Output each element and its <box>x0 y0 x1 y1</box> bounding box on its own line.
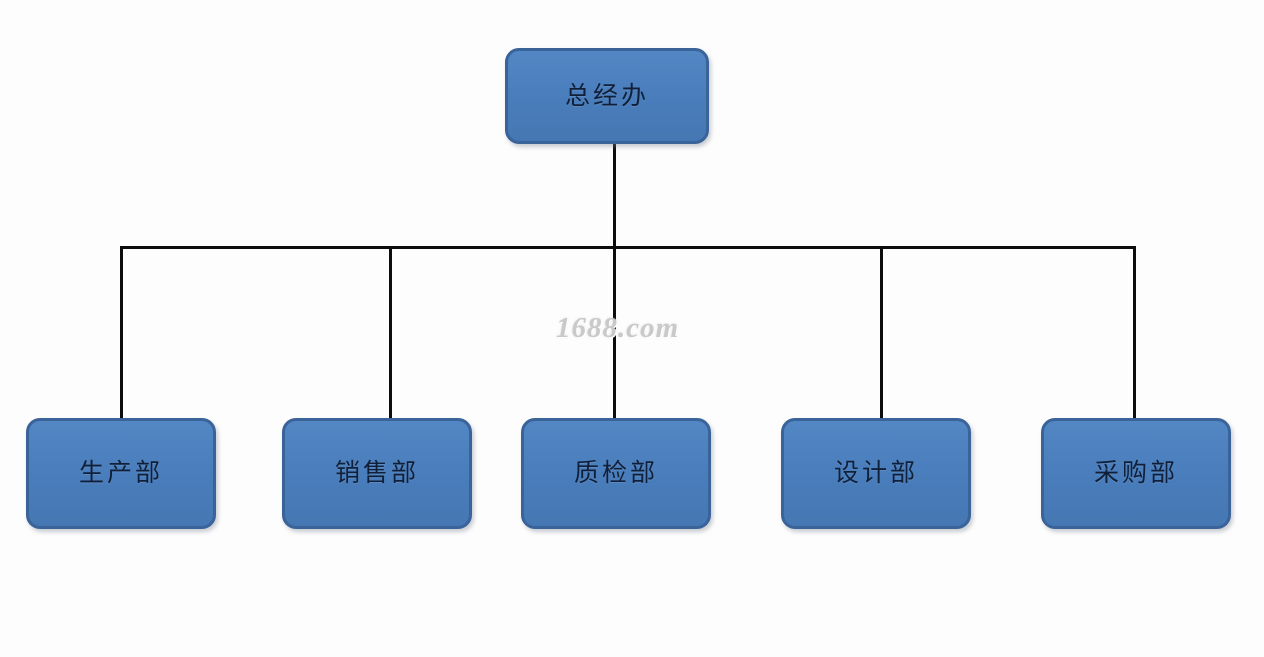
org-node-root[interactable]: 总经办 <box>505 48 709 144</box>
org-node-production-label: 生产部 <box>78 460 163 487</box>
org-node-production[interactable]: 生产部 <box>26 418 216 529</box>
connector-drop-design <box>880 246 883 422</box>
org-node-sales[interactable]: 销售部 <box>282 418 472 529</box>
org-node-quality[interactable]: 质检部 <box>521 418 711 529</box>
org-node-root-label: 总经办 <box>564 82 649 110</box>
connector-horizontal-bus <box>120 246 1136 249</box>
connector-drop-quality <box>613 246 616 422</box>
org-node-purchasing[interactable]: 采购部 <box>1041 418 1231 529</box>
org-node-purchasing-label: 采购部 <box>1093 460 1178 487</box>
org-node-design-label: 设计部 <box>833 460 918 487</box>
watermark-text: 1688.com <box>556 312 680 344</box>
org-node-sales-label: 销售部 <box>334 460 419 487</box>
connector-drop-production <box>120 246 123 422</box>
connector-drop-purchasing <box>1133 246 1136 422</box>
org-node-design[interactable]: 设计部 <box>781 418 971 529</box>
connector-drop-sales <box>389 246 392 422</box>
org-node-quality-label: 质检部 <box>573 460 658 487</box>
connector-root-trunk <box>613 141 616 249</box>
